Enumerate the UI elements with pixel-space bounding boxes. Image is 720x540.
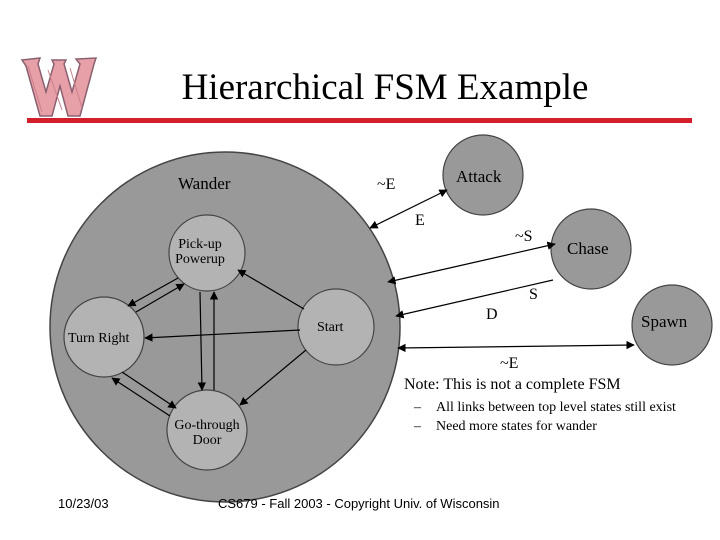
chase-label: Chase [567, 239, 609, 258]
note-heading: Note: This is not a complete FSM [404, 376, 621, 393]
spawn-state [631, 284, 713, 366]
arrow-pickup-to-gothrough [197, 291, 207, 391]
transition-d: D [486, 306, 498, 323]
transition-not-e-spawn: ~E [500, 355, 519, 372]
arrow-start-to-gothrough [239, 349, 307, 406]
start-state [297, 288, 375, 366]
pickup-label-line2: Powerup [175, 252, 225, 268]
bullet-dash: – [414, 400, 421, 415]
arrow-wander-attack [369, 189, 448, 229]
slide-title: Hierarchical FSM Example [181, 67, 589, 108]
note-bullet: – All links between top level states sti… [414, 400, 694, 416]
note-bullet-text: All links between top level states still… [436, 400, 676, 415]
attack-state [442, 134, 524, 216]
arrow-gothrough-to-turnright [111, 377, 171, 417]
turn-right-label: Turn Right [68, 331, 130, 346]
gothrough-label-line1: Go-through [174, 418, 240, 433]
start-label: Start [317, 320, 344, 335]
wander-state [49, 151, 401, 503]
pickup-powerup-label: Pick-up Powerup [162, 237, 238, 268]
arrow-chase-to-wander [395, 279, 554, 319]
arrow-wander-chase [387, 241, 556, 285]
note-bullet: – Need more states for wander [414, 419, 694, 435]
uw-logo-icon [20, 57, 98, 117]
turn-right-state [63, 296, 145, 378]
transition-not-s: ~S [515, 228, 533, 245]
transition-s: S [529, 286, 538, 303]
pickup-powerup-state [168, 214, 246, 292]
gothrough-label-line2: Door [192, 433, 222, 449]
arrow-wander-spawn [397, 340, 635, 353]
go-through-door-label: Go-through Door [166, 418, 248, 449]
arrow-start-to-pickup [237, 269, 305, 310]
wander-label: Wander [178, 174, 231, 193]
arrow-turnright-to-pickup [135, 283, 185, 313]
footer-credit: CS679 - Fall 2003 - Copyright Univ. of W… [218, 496, 500, 511]
attack-label: Attack [456, 167, 502, 186]
arrow-pickup-to-turnright [127, 277, 179, 307]
title-underline [27, 118, 692, 123]
transition-e: E [415, 212, 425, 229]
arrow-start-to-turnright [144, 329, 301, 342]
spawn-label: Spawn [641, 312, 688, 331]
pickup-label-line1: Pick-up [178, 237, 222, 252]
note-bullet-text: Need more states for wander [436, 419, 597, 435]
arrow-turnright-to-gothrough [121, 371, 177, 409]
go-through-door-state [166, 389, 248, 471]
transition-not-e-attack: ~E [377, 176, 396, 193]
footer-date: 10/23/03 [58, 496, 109, 511]
bullet-dash: – [414, 419, 421, 435]
note-bullets: – All links between top level states sti… [414, 400, 694, 438]
